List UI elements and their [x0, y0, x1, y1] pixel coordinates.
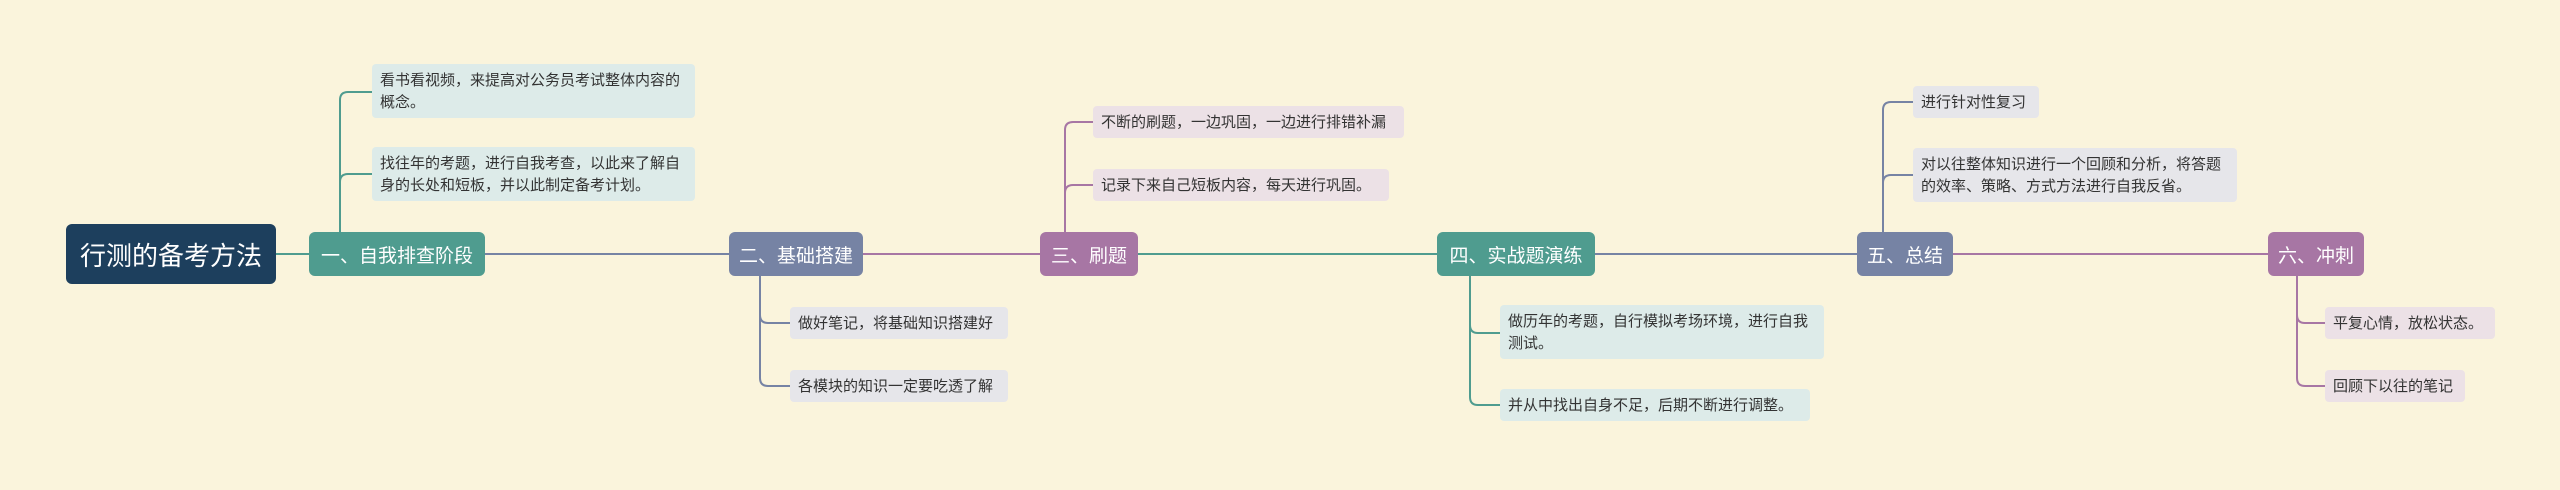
link-b6-l2: [2296, 276, 2325, 387]
root-node[interactable]: 行测的备考方法: [66, 224, 276, 284]
branch-node-1[interactable]: 一、自我排查阶段: [309, 232, 485, 276]
link-b6-l1: [2296, 276, 2325, 324]
link-b4-l1: [1469, 276, 1500, 334]
branch-node-3[interactable]: 三、刷题: [1040, 232, 1138, 276]
link-b5-l2: [1882, 174, 1913, 232]
link-b5-l1: [1882, 101, 1913, 232]
leaf-node[interactable]: 平复心情，放松状态。: [2325, 307, 2495, 339]
leaf-node[interactable]: 不断的刷题，一边巩固，一边进行排错补漏: [1093, 106, 1404, 138]
leaf-node[interactable]: 各模块的知识一定要吃透了解: [790, 370, 1008, 402]
link-b1-l1: [339, 91, 372, 232]
link-b2-l2: [759, 276, 790, 387]
link-b4-l2: [1469, 276, 1500, 406]
leaf-node[interactable]: 进行针对性复习: [1913, 86, 2039, 118]
leaf-node[interactable]: 找往年的考题，进行自我考查，以此来了解自身的长处和短板，并以此制定备考计划。: [372, 147, 695, 201]
branch-node-4[interactable]: 四、实战题演练: [1437, 232, 1595, 276]
link-b2-l1: [759, 276, 790, 324]
link-b3-l2: [1064, 184, 1093, 232]
leaf-node[interactable]: 对以往整体知识进行一个回顾和分析，将答题的效率、策略、方式方法进行自我反省。: [1913, 148, 2237, 202]
leaf-node[interactable]: 做好笔记，将基础知识搭建好: [790, 307, 1008, 339]
branch-node-5[interactable]: 五、总结: [1857, 232, 1953, 276]
leaf-node[interactable]: 记录下来自己短板内容，每天进行巩固。: [1093, 169, 1389, 201]
leaf-node[interactable]: 并从中找出自身不足，后期不断进行调整。: [1500, 389, 1810, 421]
link-b1-l2: [339, 173, 372, 232]
link-b3-l1: [1064, 121, 1093, 232]
leaf-node[interactable]: 做历年的考题，自行模拟考场环境，进行自我测试。: [1500, 305, 1824, 359]
leaf-node[interactable]: 看书看视频，来提高对公务员考试整体内容的概念。: [372, 64, 695, 118]
leaf-node[interactable]: 回顾下以往的笔记: [2325, 370, 2465, 402]
branch-node-2[interactable]: 二、基础搭建: [729, 232, 863, 276]
branch-node-6[interactable]: 六、冲刺: [2268, 232, 2364, 276]
